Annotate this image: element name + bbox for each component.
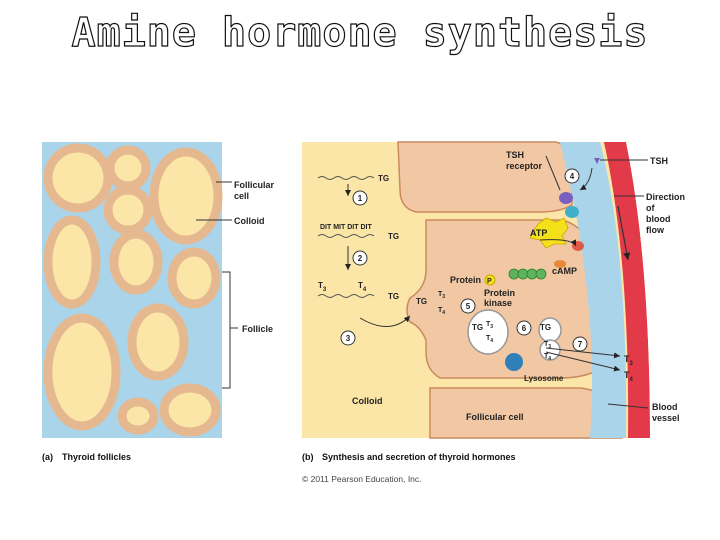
protein-kinase xyxy=(508,268,547,280)
blood-vessel xyxy=(604,142,650,438)
tsh-icon xyxy=(594,158,600,164)
svg-text:T3: T3 xyxy=(544,341,551,350)
label-follicular-cell-b: Follicular cell xyxy=(466,412,524,422)
step-4: 4 xyxy=(570,172,575,181)
adenylyl-cyclase-icon xyxy=(572,241,584,251)
t3-label-a: T xyxy=(318,281,323,290)
t3-label-out: T xyxy=(624,354,630,364)
label-direction-3: blood xyxy=(646,214,671,224)
t3-sub-vesicle: 3 xyxy=(490,324,493,330)
label-follicular-cell: Follicular xyxy=(234,180,275,190)
panel-a-micrograph: Follicular cell Colloid Follicle (a) Thy… xyxy=(42,142,275,462)
step-5: 5 xyxy=(466,302,471,311)
label-direction-4: flow xyxy=(646,225,665,235)
follicular-cell-top xyxy=(397,141,573,213)
lysosome xyxy=(505,353,523,371)
svg-text:T4: T4 xyxy=(486,335,493,344)
svg-text:cell: cell xyxy=(234,191,249,201)
step-1: 1 xyxy=(358,194,363,203)
dit-mit-label: DIT MIT DIT DIT xyxy=(320,224,372,231)
tg-vesicle: TG xyxy=(472,323,483,332)
panel-b-letter: (b) xyxy=(302,452,314,462)
tg-label-2: TG xyxy=(388,232,399,241)
atp-burst xyxy=(529,217,569,249)
svg-text:T3: T3 xyxy=(486,321,493,330)
panel-b-caption: Synthesis and secretion of thyroid hormo… xyxy=(322,452,516,462)
t3-vesicle-2: T xyxy=(544,341,549,348)
svg-text:T3: T3 xyxy=(318,281,327,293)
label-p: P xyxy=(487,278,492,285)
t4-sub-a: 4 xyxy=(363,287,367,293)
tsh-receptor-icon xyxy=(559,192,579,218)
label-lysosome: Lysosome xyxy=(524,374,564,383)
t4-membrane: T xyxy=(438,307,443,314)
t3-sub-membrane: 3 xyxy=(442,294,445,300)
label-direction-2: of xyxy=(646,203,655,213)
step-2: 2 xyxy=(358,254,363,263)
label-tsh: TSH xyxy=(650,156,668,166)
copyright: © 2011 Pearson Education, Inc. xyxy=(302,474,422,484)
t4-vesicle: T xyxy=(486,335,491,342)
label-colloid-b: Colloid xyxy=(352,396,383,406)
label-tsh-receptor-1: TSH xyxy=(506,150,524,160)
label-protein-kinase-2: kinase xyxy=(484,298,512,308)
follicle xyxy=(43,143,223,437)
phosphate-icon xyxy=(484,274,496,286)
label-protein-kinase-1: Protein xyxy=(484,288,515,298)
label-camp: cAMP xyxy=(552,266,577,276)
t4-sub-out: 4 xyxy=(630,377,634,383)
t4-vesicle-2: T xyxy=(544,353,549,360)
svg-text:T4: T4 xyxy=(544,353,551,362)
svg-text:T3: T3 xyxy=(438,291,445,300)
label-blood-vessel-1: Blood xyxy=(652,402,678,412)
panel-a-letter: (a) xyxy=(42,452,53,462)
label-blood-vessel-2: vessel xyxy=(652,413,680,423)
tg-membrane: TG xyxy=(416,297,427,306)
t4-label-out: T xyxy=(624,370,630,380)
t4-sub-membrane: 4 xyxy=(442,310,445,316)
svg-text:T4: T4 xyxy=(624,370,634,383)
t3-sub-out: 3 xyxy=(630,361,634,367)
tg-vesicle-2: TG xyxy=(540,323,551,332)
step-3: 3 xyxy=(346,334,351,343)
t3-vesicle: T xyxy=(486,321,491,328)
camp-icon xyxy=(554,260,566,268)
t4-label-a: T xyxy=(358,281,363,290)
svg-text:Follicular: Follicular xyxy=(234,180,275,190)
label-protein: Protein xyxy=(450,275,481,285)
label-direction-1: Direction xyxy=(646,192,685,202)
endocytic-vesicle xyxy=(467,309,509,355)
panel-b-diagram: TG DIT MIT DIT DIT TG TG T3 T4 1 2 3 4 5… xyxy=(302,141,692,484)
t3-sub-a: 3 xyxy=(323,287,327,293)
tg-label-1: TG xyxy=(378,174,389,183)
label-atp: ATP xyxy=(530,228,547,238)
svg-text:T3: T3 xyxy=(624,354,634,367)
tg-label-3: TG xyxy=(388,292,399,301)
label-follicle: Follicle xyxy=(242,324,273,334)
svg-text:T4: T4 xyxy=(438,307,445,316)
svg-text:T4: T4 xyxy=(358,281,367,293)
step-6: 6 xyxy=(522,324,527,333)
step-7: 7 xyxy=(578,340,583,349)
t3-sub-vesicle-2: 3 xyxy=(548,344,551,350)
label-colloid-a: Colloid xyxy=(234,216,265,226)
slide-title: Amine hormone synthesis xyxy=(71,9,649,56)
panel-a-caption: Thyroid follicles xyxy=(62,452,131,462)
label-tsh-receptor-2: receptor xyxy=(506,161,543,171)
t4-sub-vesicle: 4 xyxy=(490,338,493,344)
t3-membrane: T xyxy=(438,291,443,298)
label-follicular-cell-2: cell xyxy=(234,191,249,201)
t4-sub-vesicle-2: 4 xyxy=(548,356,551,362)
